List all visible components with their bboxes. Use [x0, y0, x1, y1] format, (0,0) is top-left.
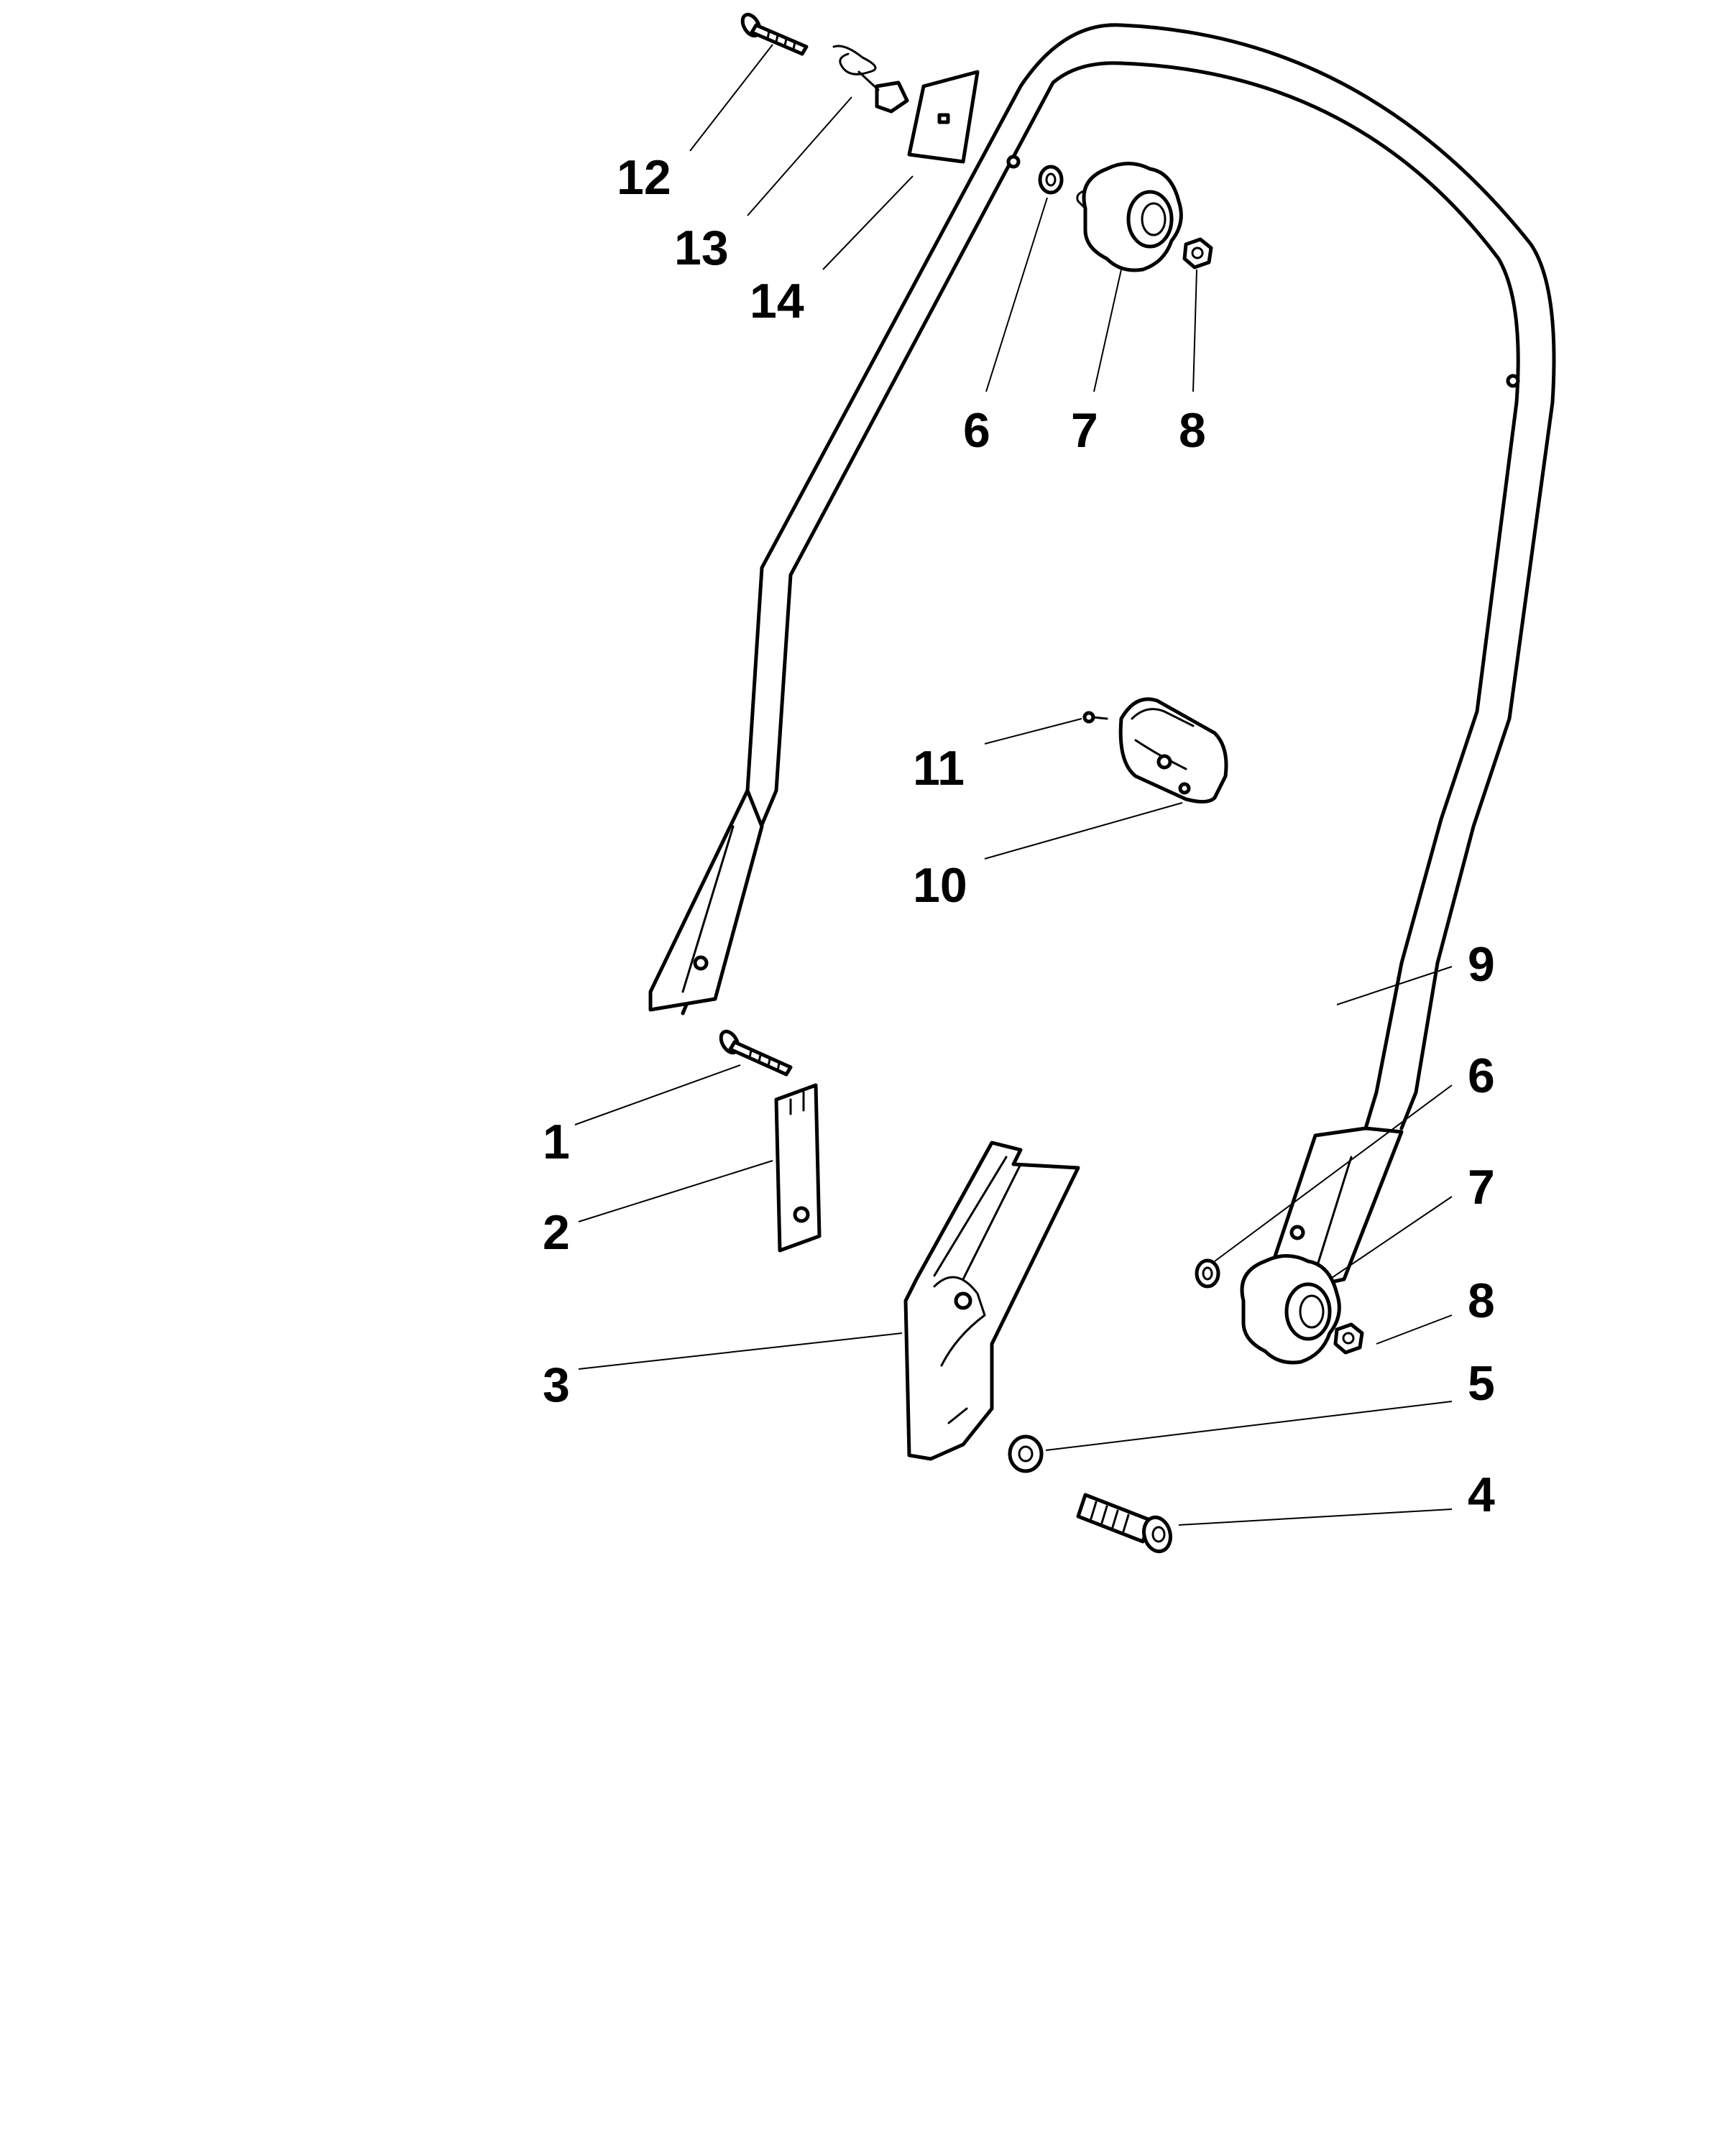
callout-11: 11 — [913, 741, 965, 796]
nut-upper — [1182, 237, 1213, 270]
handle-bracket — [903, 1141, 1080, 1461]
leader-8a — [1192, 269, 1197, 392]
leader-6a — [985, 197, 1048, 392]
leader-7b — [1329, 1196, 1453, 1280]
callout-6-lower: 6 — [1468, 1049, 1495, 1103]
leader-9 — [1336, 966, 1453, 1005]
callout-13: 13 — [674, 221, 729, 275]
leader-4 — [1178, 1508, 1453, 1526]
leader-5 — [1045, 1401, 1453, 1451]
washer-upper — [1038, 165, 1064, 195]
knob-upper — [1076, 162, 1183, 272]
callout-3: 3 — [543, 1358, 570, 1412]
small-screw — [1082, 711, 1108, 724]
cable-guide — [1118, 697, 1228, 803]
socket-bolt — [1076, 1493, 1172, 1554]
callout-2: 2 — [543, 1205, 570, 1260]
leader-8b — [1376, 1314, 1453, 1345]
leader-6b — [1214, 1084, 1453, 1262]
leader-7a — [1093, 269, 1122, 392]
leader-13 — [747, 96, 852, 216]
callout-4: 4 — [1468, 1468, 1495, 1522]
leader-1 — [574, 1064, 741, 1125]
bolt-lower — [719, 1029, 793, 1077]
knob-lower — [1240, 1254, 1341, 1365]
cover-plate — [907, 70, 980, 164]
callout-7-lower: 7 — [1468, 1160, 1495, 1215]
leader-3 — [578, 1332, 903, 1370]
callout-5: 5 — [1468, 1356, 1495, 1411]
bolt-top — [740, 12, 809, 56]
upper-handle-bar — [648, 23, 1556, 1296]
nut-lower — [1333, 1322, 1364, 1355]
lever-plate — [774, 1083, 822, 1253]
callout-labels: 12 13 14 6 7 8 11 10 9 6 7 8 5 4 1 2 3 — [543, 150, 1495, 1522]
washer-lower — [1195, 1258, 1220, 1289]
callout-10: 10 — [913, 858, 967, 913]
callout-6-upper: 6 — [963, 403, 990, 458]
callout-1: 1 — [543, 1115, 570, 1169]
washer-large — [1008, 1434, 1044, 1473]
leader-14 — [822, 175, 914, 270]
leader-11 — [984, 718, 1082, 745]
callout-14: 14 — [750, 274, 804, 328]
callout-8-lower: 8 — [1468, 1273, 1495, 1328]
cable-clip — [832, 45, 909, 114]
callout-7-upper: 7 — [1071, 403, 1098, 458]
leader-10 — [984, 802, 1183, 860]
callout-8-upper: 8 — [1179, 403, 1206, 458]
leader-12 — [689, 44, 773, 152]
callout-9: 9 — [1468, 937, 1495, 992]
leader-2 — [578, 1160, 773, 1222]
callout-12: 12 — [617, 150, 671, 205]
leader-lines — [574, 44, 1453, 1526]
